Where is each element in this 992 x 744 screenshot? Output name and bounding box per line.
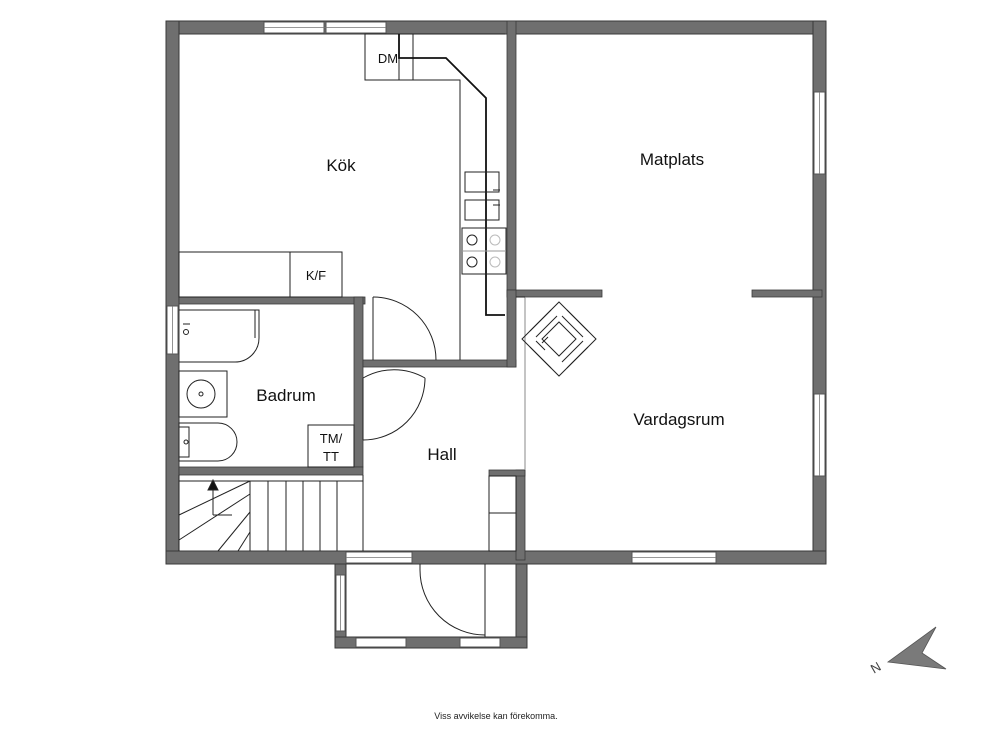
- staircase: [178, 475, 364, 552]
- exterior-walls: [165, 20, 827, 649]
- compass-icon: N: [868, 626, 947, 677]
- washbasin: [178, 370, 228, 418]
- washer-dryer-label-line1: TM/: [320, 431, 343, 446]
- room-label-vardagsrum: Vardagsrum: [633, 410, 724, 429]
- bathroom-fixtures: [178, 309, 355, 468]
- sink-basin: [464, 171, 500, 193]
- fireplace: [521, 301, 597, 377]
- fridge-freezer-label: K/F: [306, 268, 326, 283]
- door-swing: [362, 369, 426, 379]
- kitchen-counter: [178, 33, 507, 360]
- room-label-hall: Hall: [427, 445, 456, 464]
- washer-dryer: [307, 424, 355, 468]
- dishwasher-label: DM: [378, 51, 398, 66]
- disclaimer-text: Viss avvikelse kan förekomma.: [434, 711, 558, 721]
- appliance-labels: DM K/F TM/ TT: [306, 51, 398, 464]
- door-swing: [419, 569, 486, 636]
- fridge-freezer: [289, 251, 343, 298]
- compass-north-label: N: [868, 659, 884, 677]
- stair-up-arrow: [207, 478, 219, 491]
- door-swing: [372, 296, 437, 361]
- room-label-matplats: Matplats: [640, 150, 704, 169]
- room-label-kok: Kök: [326, 156, 356, 175]
- toilet: [178, 422, 238, 462]
- window-glass-lines: [172, 27, 820, 631]
- room-label-badrum: Badrum: [256, 386, 316, 405]
- shower: [179, 309, 260, 363]
- room-labels: Kök Matplats Vardagsrum Badrum Hall: [256, 150, 724, 464]
- interior-walls: [178, 20, 823, 561]
- doors: [362, 296, 526, 637]
- sink-basin: [464, 199, 500, 221]
- washer-dryer-label-line2: TT: [323, 449, 339, 464]
